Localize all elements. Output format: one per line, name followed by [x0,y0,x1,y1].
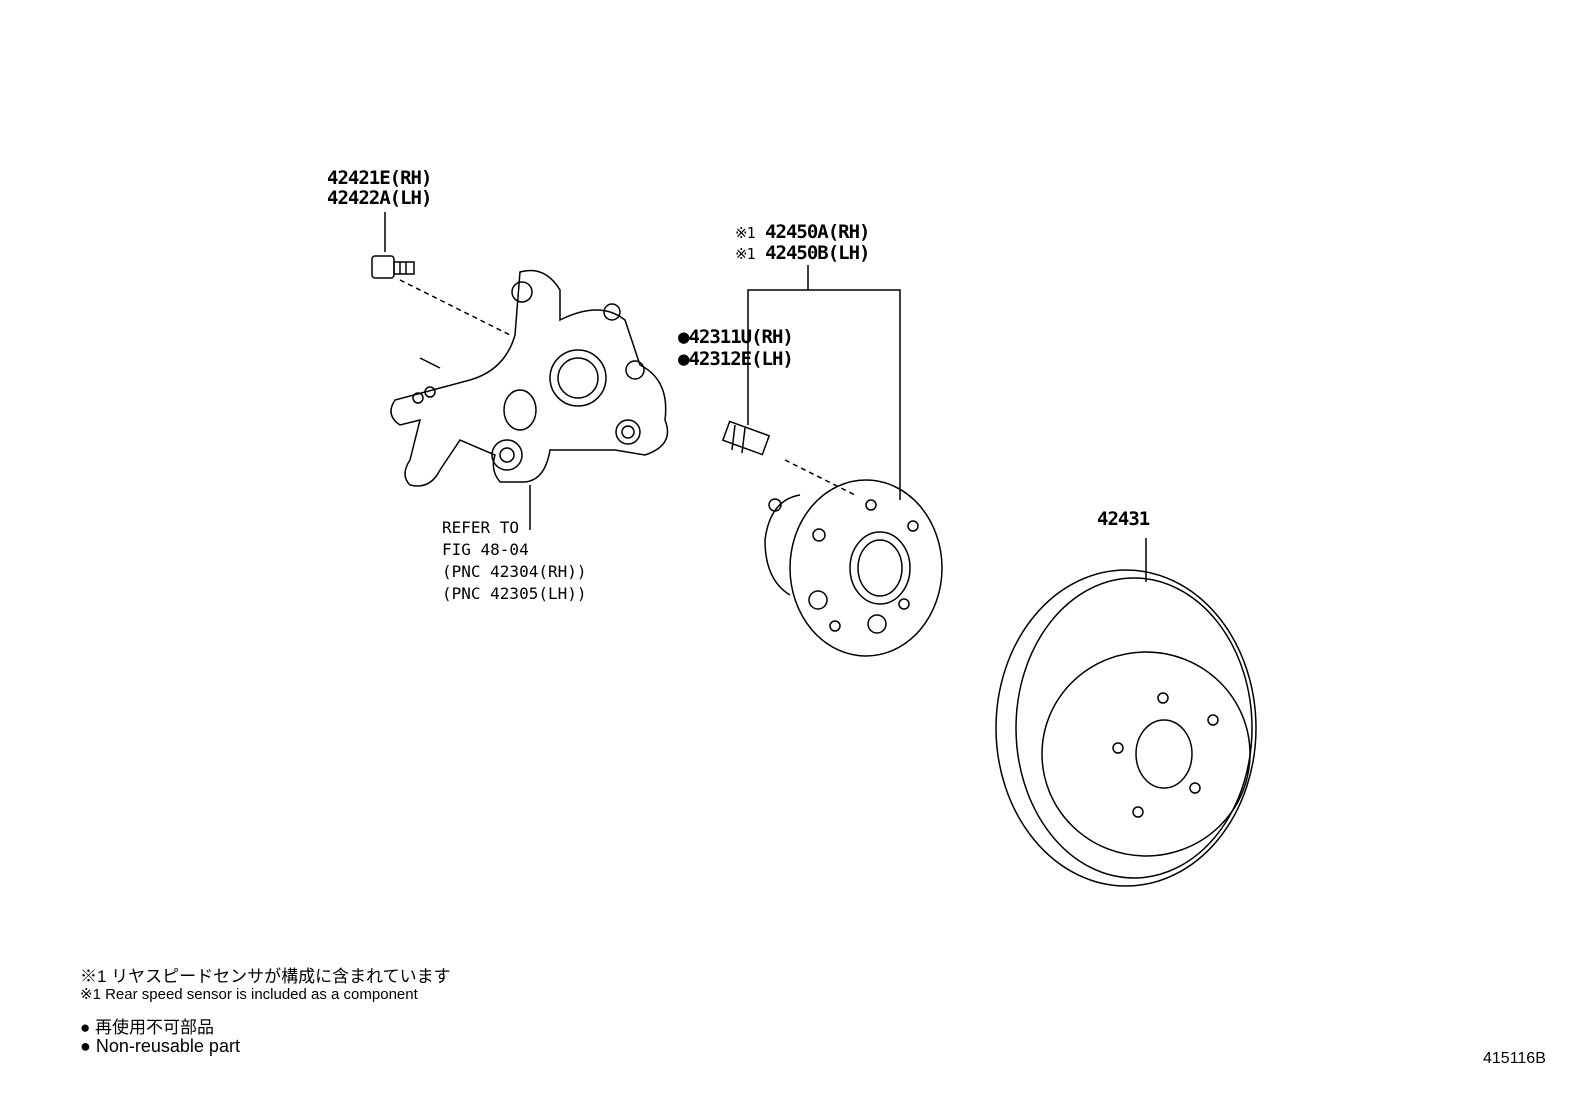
legend-note2-en: ● Non-reusable part [80,1036,240,1056]
legend-note2-jp: ● 再使用不可部品 [80,1018,214,1037]
knuckle-drawing [390,269,669,487]
legend-note1-en: ※1 Rear speed sensor is included as a co… [80,986,418,1003]
part-label-bolt-rh: 42421E(RH) [327,167,432,189]
non-reusable-mark: ● [678,348,689,370]
part-label-disc: 42431 [1097,508,1150,530]
part-label-hub-lh: 42450B(LH) [765,242,870,264]
brake-disc-drawing [995,569,1257,887]
bolt-drawing [371,255,415,279]
refer-line-3: (PNC 42304(RH)) [442,562,587,581]
non-reusable-mark: ● [678,326,689,348]
part-label-stud-lh: 42312E(LH) [688,348,793,370]
part-label-bolt-lh: 42422A(LH) [327,187,432,209]
figure-id: 415116B [1483,1050,1546,1067]
leader-lines [384,212,1147,582]
sensor-mark: ※1 [735,245,756,263]
hub-bearing-drawing [764,479,943,657]
hub-bolt-drawing [721,420,771,456]
legend-note1-jp: ※1 リヤスピードセンサが構成に含まれています [80,967,451,986]
refer-line-1: REFER TO [442,518,520,537]
sensor-mark: ※1 [735,224,756,242]
part-label-hub-rh: 42450A(RH) [765,221,870,243]
refer-line-2: FIG 48-04 [442,540,529,559]
refer-line-4: (PNC 42305(LH)) [442,584,587,603]
part-label-stud-rh: 42311U(RH) [688,326,793,348]
